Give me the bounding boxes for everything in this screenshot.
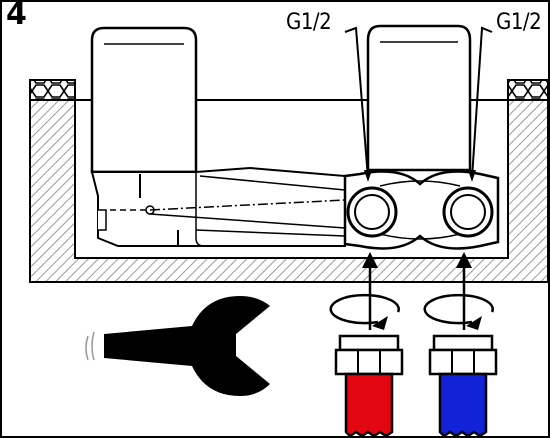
insulation-right bbox=[507, 79, 549, 101]
hot-water-hose bbox=[344, 372, 394, 438]
hose-connector-cold bbox=[428, 334, 498, 438]
rotation-right bbox=[423, 293, 494, 330]
rotation-arrow-icon bbox=[372, 316, 388, 330]
arrow-up-icon bbox=[456, 252, 472, 268]
radiator-panel-left bbox=[90, 26, 198, 174]
thread-size-label-left: G1/2 bbox=[286, 10, 332, 35]
rotation-arrow-icon bbox=[466, 316, 482, 330]
rotation-left bbox=[329, 293, 400, 330]
cold-water-hose bbox=[438, 372, 488, 438]
connection-block bbox=[343, 170, 500, 250]
leader-lines bbox=[344, 26, 493, 182]
insert-arrows bbox=[362, 252, 472, 330]
hose-connector-hot bbox=[334, 334, 404, 438]
thread-size-label-right: G1/2 bbox=[496, 10, 542, 35]
radiator-panel-right bbox=[366, 24, 472, 172]
arrow-up-icon bbox=[362, 252, 378, 268]
valve-base-unit bbox=[90, 166, 346, 247]
open-end-wrench-icon bbox=[85, 296, 270, 396]
insulation-left bbox=[29, 79, 76, 101]
step-number: 4 bbox=[6, 0, 27, 32]
